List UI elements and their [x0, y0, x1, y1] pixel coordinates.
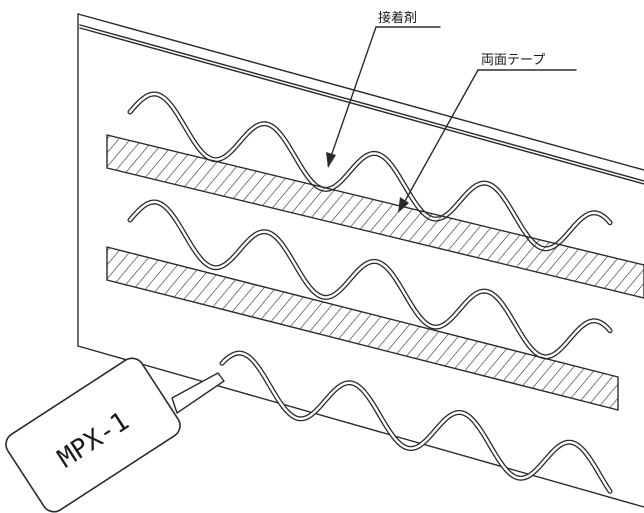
adhesive-bead-2: [127, 199, 613, 360]
tape-strip-1: [106, 134, 644, 299]
adhesive-tube: MPX-1: [5, 357, 225, 513]
tube-body: [5, 357, 181, 513]
panel: [77, 13, 644, 513]
adhesive-label: 接着剤: [378, 10, 417, 26]
tube-nozzle: [171, 372, 225, 414]
panel-bottom-edge: [77, 345, 644, 508]
panel-top-edge-lip: [79, 24, 644, 182]
adhesive-bead-core: [128, 200, 612, 358]
adhesive-beads: [127, 91, 613, 494]
tape-label: 両面テープ: [481, 53, 545, 68]
callout-adhesive: 接着剤: [326, 10, 441, 168]
tape-strip-2: [106, 246, 619, 411]
adhesive-bead-3: [219, 350, 613, 494]
tape-strips: [106, 134, 644, 411]
arrowhead-adhesive: [326, 152, 336, 168]
panel-top-edge: [77, 13, 644, 171]
arrowhead-tape: [398, 197, 409, 213]
panel-top-edge-lip-inner: [79, 27, 644, 185]
callout-tape: 両面テープ: [398, 53, 577, 213]
adhesive-bead-core: [220, 351, 612, 493]
